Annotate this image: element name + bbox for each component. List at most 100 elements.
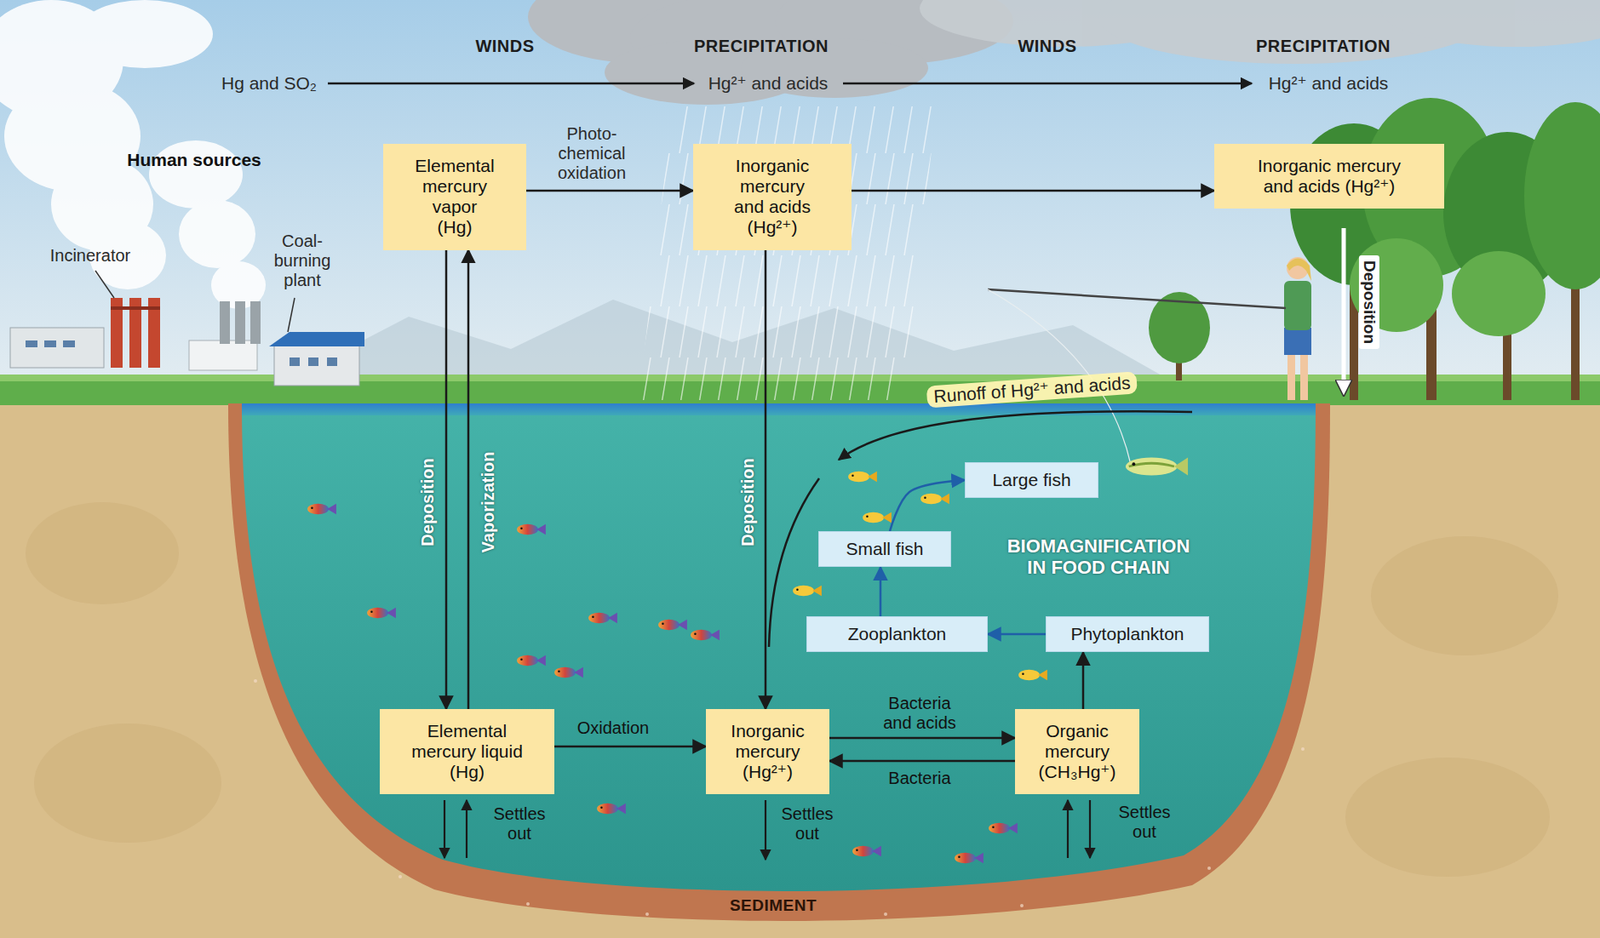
- process-label: Deposition: [1359, 255, 1380, 350]
- mercury-box: Elemental mercury vapor (Hg): [383, 143, 527, 251]
- food-chain-box: Zooplankton: [806, 616, 988, 653]
- flow-arrow: [829, 760, 1016, 763]
- box-text: Elemental mercury liquid (Hg): [402, 721, 532, 783]
- arrow-label: Bacteria: [888, 768, 951, 789]
- fish: [516, 524, 546, 535]
- fish: [1018, 670, 1048, 681]
- process-label: Settles out: [774, 804, 841, 844]
- flow-arrow: [879, 567, 883, 617]
- arrow-label: Deposition: [738, 458, 758, 546]
- sediment-grain: [526, 902, 530, 907]
- earth: [25, 502, 179, 605]
- fish: [988, 823, 1018, 834]
- incinerator: [10, 327, 104, 368]
- flow-arrow: [526, 189, 694, 193]
- mercury-box: Organic mercury (CH₃Hg⁺): [1015, 709, 1140, 795]
- food-chain-box: Small fish: [818, 531, 952, 568]
- flow-arrow: [445, 250, 448, 710]
- settle-arrow: [444, 800, 1090, 861]
- coal-plant: [189, 301, 365, 386]
- process-label: Runoff of Hg²⁺ and acids: [926, 371, 1139, 408]
- fish: [792, 585, 822, 597]
- coal-plant: [326, 357, 338, 367]
- coal-plant: [219, 301, 230, 345]
- connectors: [446, 190, 1215, 762]
- angler: [1284, 281, 1312, 331]
- leader-line: [287, 298, 295, 333]
- flow-arrow: [764, 250, 768, 710]
- fish: [596, 803, 626, 815]
- settle-arrow: [443, 800, 446, 859]
- fish: [658, 619, 688, 631]
- arrow-label: Bacteria and acids: [875, 693, 964, 734]
- fish: [516, 655, 546, 666]
- sediment-grain: [645, 912, 649, 917]
- earth: [1345, 757, 1550, 878]
- sediment-grain: [398, 875, 402, 879]
- smoke-plume: [178, 200, 256, 269]
- box-text: Inorganic mercury (Hg²⁺): [724, 721, 811, 783]
- box-text: Zooplankton: [814, 624, 981, 645]
- incinerator: [44, 340, 57, 348]
- emission-label: Hg and SO₂: [221, 73, 317, 94]
- box-text: Large fish: [972, 470, 1091, 491]
- leader-line: [95, 270, 295, 333]
- flow-arrow: [1082, 652, 1085, 710]
- emission-label: Hg²⁺ and acids: [708, 73, 829, 94]
- angler: [1286, 258, 1312, 282]
- box-text: Elemental mercury vapor (Hg): [412, 155, 497, 239]
- coal-plant: [274, 344, 360, 386]
- runoff-arrow: [768, 411, 1193, 648]
- box-text: Organic mercury (CH₃Hg⁺): [1034, 721, 1120, 783]
- coal-plant: [189, 340, 258, 371]
- arrow-label: Photo- chemical oxidation: [547, 124, 637, 184]
- flow-arrow: [467, 250, 471, 710]
- coal-plant: [289, 357, 300, 367]
- settle-arrow: [465, 800, 468, 859]
- incinerator: [10, 298, 161, 368]
- box-text: Phytoplankton: [1053, 624, 1202, 645]
- wind-arrow: [327, 82, 694, 86]
- angler: [1284, 327, 1312, 356]
- food-chain-box: Large fish: [964, 462, 1099, 499]
- box-text: Inorganic mercury and acids (Hg²⁺): [1252, 155, 1406, 197]
- fish: [690, 630, 720, 641]
- trees: [1451, 251, 1546, 337]
- rain: [638, 106, 937, 401]
- fish: [954, 853, 984, 864]
- sky: [0, 0, 1600, 409]
- wind-label: WINDS: [1017, 36, 1077, 57]
- flow-arrow: [829, 737, 1016, 740]
- earth: [34, 723, 222, 844]
- sediment-grain: [883, 912, 888, 917]
- sediment-grain: [253, 679, 258, 683]
- angler: [1287, 353, 1296, 401]
- fish: [307, 458, 1188, 865]
- trees: [1524, 102, 1600, 290]
- mercury-box: Elemental mercury liquid (Hg): [379, 709, 555, 795]
- fish: [852, 846, 882, 857]
- upper-cloud: [919, 0, 1600, 64]
- fish: [307, 504, 337, 515]
- food-chain-box: Phytoplankton: [1045, 616, 1210, 653]
- sediment-grain: [1207, 866, 1211, 871]
- runoff-arrow: [838, 411, 1193, 460]
- process-label: Settles out: [486, 804, 553, 844]
- fish: [848, 471, 878, 482]
- fish: [554, 667, 584, 678]
- precipitation-label: PRECIPITATION: [1255, 36, 1391, 57]
- process-label: Settles out: [1111, 802, 1178, 843]
- flow-arrow: [554, 745, 706, 749]
- fish: [862, 512, 892, 523]
- incinerator: [25, 340, 38, 348]
- smoke-plume: [0, 0, 266, 310]
- settle-arrow: [1089, 800, 1091, 859]
- layer-name: SEDIMENT: [729, 896, 817, 916]
- coal-plant: [235, 301, 246, 345]
- water-surface: [241, 403, 1316, 416]
- mercury-box: Inorganic mercury and acids (Hg²⁺): [693, 143, 852, 251]
- flow-arrow: [851, 189, 1215, 193]
- arrow-label: Oxidation: [577, 718, 650, 739]
- precipitation-label: PRECIPITATION: [693, 36, 829, 57]
